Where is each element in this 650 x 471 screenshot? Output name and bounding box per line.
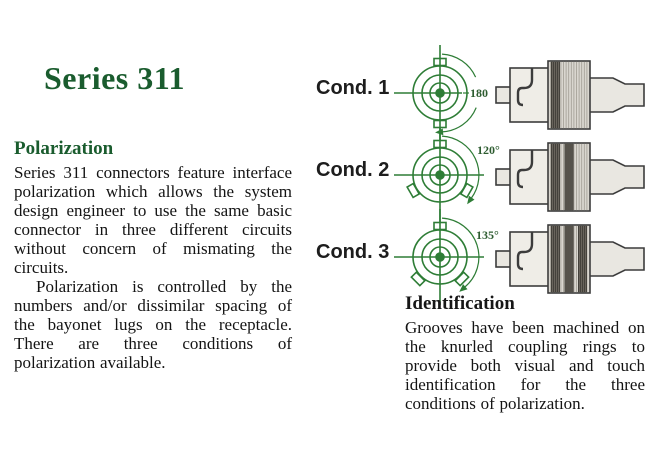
groove-band-texture bbox=[552, 144, 573, 210]
polarization-paragraph-1: Series 311 connectors feature interface … bbox=[14, 162, 292, 277]
connector-illustration-cond-3 bbox=[495, 224, 645, 294]
connector-drawing bbox=[495, 224, 645, 294]
receptacle-dial-cond-3: 135° bbox=[394, 209, 499, 305]
bayonet-slot bbox=[516, 232, 534, 271]
groove-band bbox=[564, 225, 574, 293]
dial-drawing bbox=[394, 209, 484, 305]
connector-illustration-cond-2 bbox=[495, 142, 645, 212]
identification-section: Identification Grooves have been machine… bbox=[405, 293, 645, 413]
bayonet-lug bbox=[433, 57, 447, 67]
bayonet-lug bbox=[433, 139, 447, 149]
arc-arrowhead bbox=[467, 195, 475, 205]
dial-angle-arc bbox=[441, 217, 480, 292]
bayonet-body bbox=[509, 67, 551, 123]
dial-angle-arc bbox=[441, 135, 480, 205]
dial-angle-label: 120° bbox=[477, 143, 500, 157]
dial-center-dot bbox=[435, 88, 445, 98]
connector-barrel bbox=[587, 77, 645, 113]
connector-barrel bbox=[587, 241, 645, 277]
dial-circle bbox=[429, 164, 451, 186]
bayonet-slot bbox=[516, 150, 534, 189]
dial-circle bbox=[429, 246, 451, 268]
arc-arrowhead bbox=[459, 284, 468, 292]
bayonet-lug bbox=[433, 221, 447, 231]
groove-band-texture bbox=[552, 62, 559, 128]
groove-bands bbox=[551, 143, 574, 211]
condition-label-cond-1: Cond. 1 bbox=[316, 77, 390, 99]
connector-drawing bbox=[495, 142, 645, 212]
bayonet-slot bbox=[516, 68, 534, 107]
condition-label-cond-3: Cond. 3 bbox=[316, 241, 390, 263]
bayonet-body bbox=[509, 149, 551, 205]
identification-heading: Identification bbox=[405, 293, 515, 314]
dial-circle bbox=[421, 74, 459, 112]
dial-center-dot bbox=[435, 252, 445, 262]
connector-drawing bbox=[495, 60, 645, 130]
dial-circle bbox=[421, 238, 459, 276]
condition-row-3: Cond. 3 135° bbox=[310, 209, 650, 305]
groove-band bbox=[551, 143, 560, 211]
groove-band bbox=[578, 225, 587, 293]
groove-band-texture bbox=[552, 226, 586, 292]
dial-drawing bbox=[394, 127, 484, 223]
condition-row-1: Cond. 1 180 bbox=[310, 45, 650, 141]
dial-angle-label: 180 bbox=[470, 86, 488, 100]
groove-bands bbox=[551, 61, 560, 129]
polarization-paragraph-2: Polarization is controlled by the number… bbox=[14, 276, 292, 372]
bayonet-lug bbox=[454, 271, 470, 287]
connector-illustration-cond-1 bbox=[495, 60, 645, 130]
identification-paragraph: Grooves have been machined on the knurle… bbox=[405, 317, 645, 413]
dial-circle bbox=[429, 82, 451, 104]
dial-angle-label: 135° bbox=[476, 228, 499, 242]
bayonet-lug bbox=[459, 182, 474, 199]
groove-band bbox=[564, 143, 574, 211]
bayonet-body bbox=[509, 231, 551, 287]
bayonet-lug bbox=[410, 271, 426, 287]
receptacle-dial-cond-2: 120° bbox=[394, 127, 500, 223]
groove-band bbox=[551, 61, 560, 129]
polarization-section: Polarization Series 311 connectors featu… bbox=[14, 138, 292, 372]
condition-label-cond-2: Cond. 2 bbox=[316, 159, 390, 181]
connector-barrel bbox=[587, 159, 645, 195]
dial-circle bbox=[421, 156, 459, 194]
dial-drawing bbox=[394, 45, 468, 141]
dial-center-dot bbox=[435, 170, 445, 180]
groove-band bbox=[551, 225, 560, 293]
receptacle-dial-cond-1: 180 bbox=[394, 45, 488, 141]
page-title: Series 311 bbox=[44, 60, 185, 96]
bayonet-lug bbox=[406, 182, 421, 199]
polarization-heading: Polarization bbox=[14, 138, 114, 159]
dial-angle-arc bbox=[435, 53, 477, 136]
condition-row-2: Cond. 2 120° bbox=[310, 127, 650, 223]
groove-bands bbox=[551, 225, 587, 293]
